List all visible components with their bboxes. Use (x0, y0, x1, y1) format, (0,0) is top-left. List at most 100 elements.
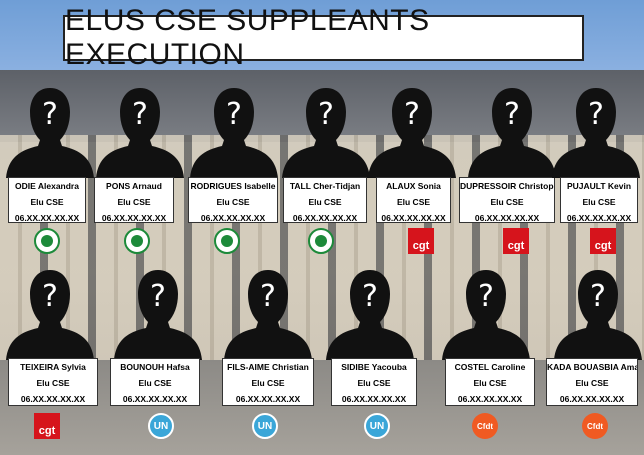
person-silhouette: ? (320, 268, 420, 360)
cgt-logo: cgt (34, 413, 60, 439)
cgt-logo: cgt (408, 228, 434, 254)
person-silhouette-icon: ? (468, 88, 556, 178)
green-union-logo (124, 228, 150, 254)
green-union-logo (34, 228, 60, 254)
person-silhouette-icon: ? (6, 270, 94, 360)
person-silhouette: ? (276, 86, 376, 178)
person-silhouette: ? (184, 86, 284, 178)
page-title: ELUS CSE SUPPLEANTS EXECUTION (63, 4, 584, 71)
member-phone: 06.XX.XX.XX.XX (292, 213, 358, 223)
member-name: DUPRESSOIR Christophe (460, 181, 554, 191)
member-role: Elu CSE (138, 378, 172, 388)
unknown-person-mark: ? (260, 279, 276, 314)
person-silhouette: ? (462, 86, 562, 178)
person-silhouette: ? (0, 86, 100, 178)
person-silhouette: ? (108, 268, 208, 360)
unknown-person-mark: ? (226, 97, 242, 132)
member-phone: 06.XX.XX.XX.XX (101, 213, 167, 223)
unknown-person-mark: ? (590, 279, 606, 314)
unsa-logo: UN (148, 413, 174, 439)
person-silhouette: ? (362, 86, 462, 178)
member-phone: 06.XX.XX.XX.XX (381, 213, 446, 223)
cfdt-logo: Cfdt (472, 413, 498, 439)
person-silhouette-icon: ? (6, 88, 94, 178)
person-silhouette-icon: ? (96, 88, 184, 178)
unknown-person-mark: ? (478, 279, 494, 314)
unknown-person-mark: ? (150, 279, 166, 314)
person-silhouette: ? (546, 86, 644, 178)
unknown-person-mark: ? (588, 97, 604, 132)
person-silhouette-icon: ? (442, 270, 530, 360)
person-silhouette: ? (218, 268, 318, 360)
member-name: FILS-AIME Christian (227, 362, 309, 372)
member-phone: 06.XX.XX.XX.XX (122, 394, 188, 404)
cfdt-logo: Cfdt (582, 413, 608, 439)
member-role: Elu CSE (473, 378, 507, 388)
station-plaza (0, 360, 644, 455)
person-silhouette: ? (548, 268, 644, 360)
member-name: RODRIGUES Isabelle (190, 181, 276, 191)
member-name: KADA BOUASBIA Amaria (547, 362, 637, 372)
person-silhouette-icon: ? (552, 88, 640, 178)
member-phone: 06.XX.XX.XX.XX (566, 213, 632, 223)
person-silhouette: ? (90, 86, 190, 178)
unknown-person-mark: ? (318, 97, 334, 132)
member-name: SIDIBE Yacouba (341, 362, 407, 372)
member-phone: 06.XX.XX.XX.XX (14, 213, 80, 223)
member-role: Elu CSE (30, 197, 64, 207)
member-role: Elu CSE (582, 197, 616, 207)
member-role: Elu CSE (308, 197, 342, 207)
member-name: TEIXEIRA Sylvia (20, 362, 86, 372)
member-role: Elu CSE (251, 378, 285, 388)
person-silhouette-icon: ? (190, 88, 278, 178)
person-silhouette-icon: ? (114, 270, 202, 360)
green-union-logo (308, 228, 334, 254)
unknown-person-mark: ? (362, 279, 378, 314)
member-role: Elu CSE (36, 378, 70, 388)
person-silhouette: ? (436, 268, 536, 360)
cgt-logo: cgt (503, 228, 529, 254)
member-phone: 06.XX.XX.XX.XX (559, 394, 625, 404)
member-name: PUJAULT Kevin (566, 181, 632, 191)
member-phone: 06.XX.XX.XX.XX (474, 213, 540, 223)
member-phone: 06.XX.XX.XX.XX (20, 394, 86, 404)
person-silhouette-icon: ? (282, 88, 370, 178)
member-phone: 06.XX.XX.XX.XX (200, 213, 266, 223)
green-union-logo (214, 228, 240, 254)
member-phone: 06.XX.XX.XX.XX (341, 394, 407, 404)
member-role: Elu CSE (117, 197, 151, 207)
unknown-person-mark: ? (404, 97, 420, 132)
member-name: TALL Cher-Tidjan (289, 181, 361, 191)
cgt-logo: cgt (590, 228, 616, 254)
member-role: Elu CSE (490, 197, 524, 207)
person-silhouette-icon: ? (554, 270, 642, 360)
person-silhouette-icon: ? (224, 270, 312, 360)
member-name: ODIE Alexandra (15, 181, 79, 191)
unsa-logo: UN (364, 413, 390, 439)
member-phone: 06.XX.XX.XX.XX (457, 394, 523, 404)
member-name: PONS Arnaud (106, 181, 162, 191)
unknown-person-mark: ? (42, 279, 58, 314)
unknown-person-mark: ? (504, 97, 520, 132)
member-role: Elu CSE (357, 378, 391, 388)
person-silhouette-icon: ? (368, 88, 456, 178)
unknown-person-mark: ? (42, 97, 58, 132)
unsa-logo: UN (252, 413, 278, 439)
member-phone: 06.XX.XX.XX.XX (235, 394, 301, 404)
unknown-person-mark: ? (132, 97, 148, 132)
member-name: COSTEL Caroline (454, 362, 526, 372)
member-role: Elu CSE (396, 197, 431, 207)
person-silhouette: ? (0, 268, 100, 360)
